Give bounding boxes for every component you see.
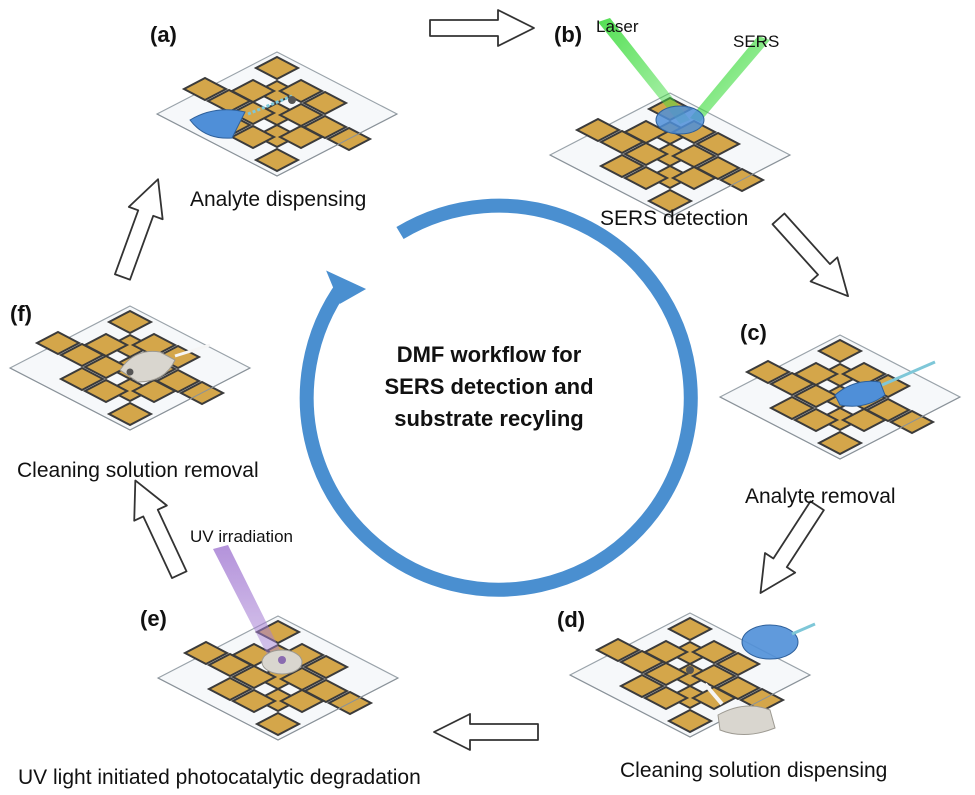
electrode-chip bbox=[157, 615, 399, 741]
caption-a: Analyte dispensing bbox=[190, 188, 366, 211]
cleaning-flow-arrow bbox=[703, 682, 724, 706]
analyte-droplet bbox=[655, 105, 705, 135]
panel-letter-e: (e) bbox=[140, 606, 167, 631]
laser-beam bbox=[598, 18, 690, 124]
caption-e: UV light initiated photocatalytic degrad… bbox=[18, 766, 421, 789]
cleaning-droplet bbox=[119, 350, 176, 383]
step-arrow-b-to-c bbox=[764, 205, 863, 310]
panel-letter-d: (d) bbox=[557, 607, 585, 632]
flow-arrow bbox=[791, 622, 816, 636]
panel-b: (b) Laser SERS SERS detection bbox=[549, 17, 791, 230]
svg-text:substrate recyling: substrate recyling bbox=[394, 406, 584, 431]
analyte-droplet bbox=[189, 109, 246, 139]
flow-arrow bbox=[881, 360, 936, 387]
analyte-droplet bbox=[834, 380, 886, 407]
panel-letter-b: (b) bbox=[554, 22, 582, 47]
panel-letter-a: (a) bbox=[150, 22, 177, 47]
step-arrow-a-to-b bbox=[429, 9, 535, 47]
svg-text:SERS detection and: SERS detection and bbox=[384, 374, 593, 399]
analyte-droplet bbox=[741, 624, 799, 660]
svg-text:DMF workflow for: DMF workflow for bbox=[397, 342, 582, 367]
panel-letter-c: (c) bbox=[740, 320, 767, 345]
step-arrow-f-to-a bbox=[104, 172, 176, 285]
step-arrow-d-to-e bbox=[433, 713, 539, 751]
cleaning-droplet bbox=[717, 705, 776, 735]
caption-c: Analyte removal bbox=[745, 485, 896, 508]
sers-label: SERS bbox=[733, 32, 779, 51]
sers-beam bbox=[690, 36, 770, 122]
panel-c: (c) Analyte removal bbox=[719, 320, 961, 508]
panel-d: (d) Cleaning solution dispensing bbox=[557, 607, 887, 782]
step-arrow-c-to-d bbox=[744, 495, 834, 604]
panel-e: (e) UV irradiation UV light initiated ph… bbox=[18, 527, 421, 789]
electrode-chip bbox=[156, 51, 398, 177]
sers-spot bbox=[686, 666, 694, 674]
caption-f: Cleaning solution removal bbox=[17, 459, 259, 482]
panel-f: (f) Cleaning solution removal bbox=[9, 301, 259, 482]
caption-d: Cleaning solution dispensing bbox=[620, 759, 887, 782]
uv-label: UV irradiation bbox=[190, 527, 293, 546]
sers-spot bbox=[288, 96, 296, 104]
laser-label: Laser bbox=[596, 17, 639, 36]
panel-letter-f: (f) bbox=[10, 301, 32, 326]
sers-spot bbox=[126, 368, 134, 376]
flow-arrow bbox=[174, 343, 211, 358]
caption-b: SERS detection bbox=[600, 207, 748, 230]
sers-spot bbox=[278, 656, 286, 664]
central-cycle-arrow bbox=[299, 198, 698, 597]
center-title: DMF workflow for SERS detection and subs… bbox=[384, 342, 593, 431]
flow-arrow bbox=[247, 94, 293, 116]
uv-beam bbox=[213, 545, 285, 664]
panel-a: (a) Analyte dispensing bbox=[150, 22, 398, 211]
step-arrow-e-to-f bbox=[118, 471, 197, 584]
